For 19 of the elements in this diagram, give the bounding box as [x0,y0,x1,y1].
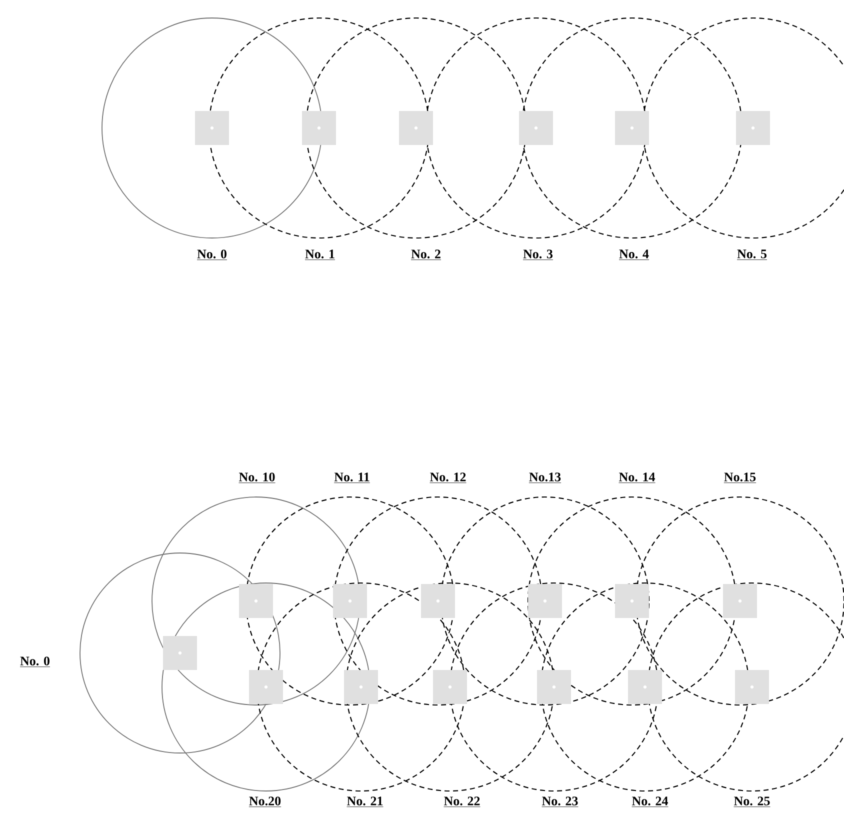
sensor-label: No. 3 [522,250,554,260]
sensor-label: No. 25 [734,796,770,807]
sensor-label: No. 11 [334,472,370,483]
sensor-label: No. 1 [304,250,336,260]
sensor-label: No. 10 [238,472,276,484]
sensor-label: No. 14 [618,472,656,483]
sensor-label: No. 24 [632,796,668,807]
sensor-label: No. 0 [20,656,50,668]
sensor-label: No. 2 [410,250,442,260]
sensor-label: No. 22 [444,796,480,807]
sensor-label: No. 4 [618,250,650,260]
sensor-label: No. 12 [430,472,466,483]
sensor-label: No. 0 [196,250,228,260]
sensor-label: No. 23 [542,796,578,807]
sensor-label: No.15 [724,472,756,483]
sensor-label: No. 5 [736,250,768,260]
sensor-label: No. 21 [346,796,384,807]
sensor-label: No.13 [528,472,562,483]
sensor-label: No.20 [248,796,282,808]
